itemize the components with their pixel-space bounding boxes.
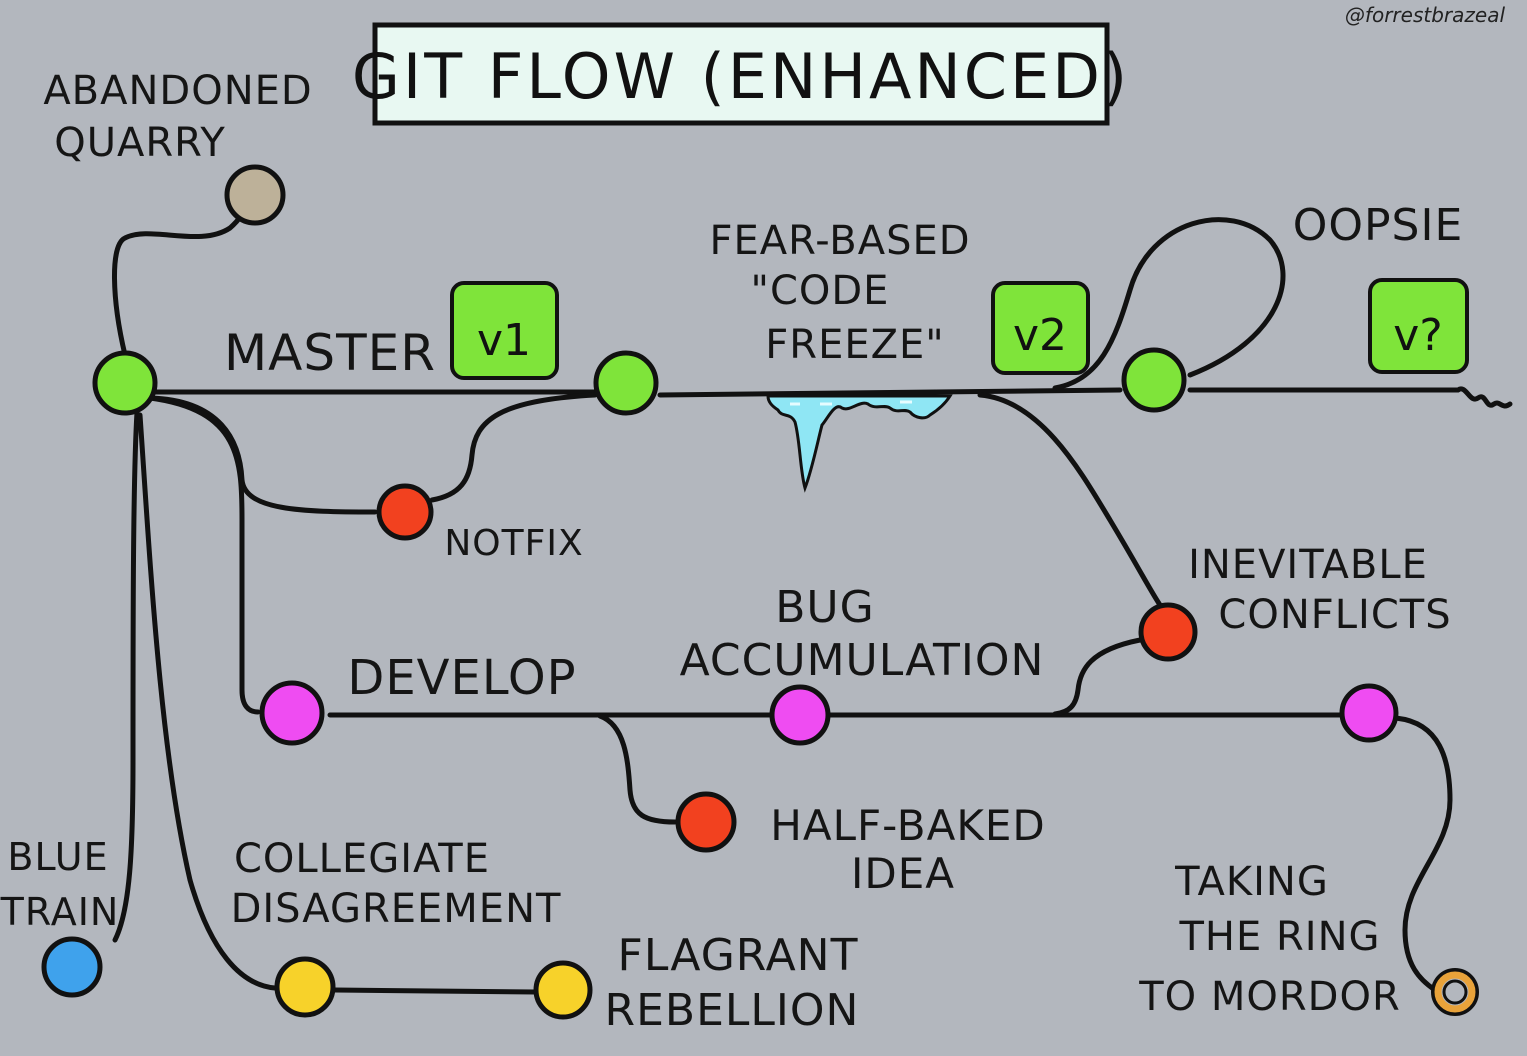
develop-end-node xyxy=(1339,683,1399,743)
halfbaked-branch-line xyxy=(597,713,678,825)
icicles-left xyxy=(766,394,953,493)
mordor-label-line3: TO MORDOR xyxy=(1138,974,1401,1020)
halfbaked-label-line2: IDEA xyxy=(851,849,955,898)
abandoned-quarry-node xyxy=(224,164,286,226)
develop-root-node xyxy=(259,680,325,746)
notfix-branch-line xyxy=(147,392,598,515)
oopsie-loop-line xyxy=(1052,217,1286,391)
conflicts-label-line2: CONFLICTS xyxy=(1218,592,1451,638)
flagrant-label-line2: REBELLION xyxy=(605,985,860,1036)
notfix-node xyxy=(376,483,434,541)
version-tag-v2: v2 xyxy=(991,281,1090,375)
title: GIT FLOW (ENHANCED) xyxy=(352,40,1130,113)
flagrant-node xyxy=(533,960,593,1020)
abandoned-label-line1: ABANDONED xyxy=(43,68,312,114)
oopsie-label: OOPSIE xyxy=(1293,200,1464,251)
tag-v2-label: v2 xyxy=(1013,310,1067,361)
code-freeze-icicles xyxy=(766,394,953,493)
ring-icon xyxy=(1431,968,1479,1016)
master-line xyxy=(152,387,1461,398)
bug-label-line2: ACCUMULATION xyxy=(680,635,1045,686)
master-v2-node xyxy=(1121,347,1187,413)
mordor-label-line2: THE RING xyxy=(1178,914,1380,960)
flagrant-label-line1: FLAGRANT xyxy=(618,930,859,981)
master-v1-node xyxy=(593,350,659,416)
notfix-label: NOTFIX xyxy=(444,523,583,564)
freeze-label-line1: FEAR-BASED xyxy=(709,218,970,264)
halfbaked-label-line1: HALF-BAKED xyxy=(770,801,1046,850)
freeze-label-line2: "CODE xyxy=(751,268,890,314)
bug-accumulation-node xyxy=(769,684,831,746)
tag-vq-label: v? xyxy=(1393,310,1442,361)
collegiate-branch-line xyxy=(137,412,538,995)
master-squiggle xyxy=(1455,386,1513,409)
halfbaked-node xyxy=(675,791,737,853)
version-tag-vq: v? xyxy=(1368,278,1469,374)
bluetrain-branch-line xyxy=(112,409,140,943)
collegiate-label-line2: DISAGREEMENT xyxy=(231,886,562,932)
conflicts-node xyxy=(1138,602,1198,662)
abandoned-label-line2: QUARRY xyxy=(54,120,226,166)
collegiate-node xyxy=(274,956,336,1018)
tag-v1-label: v1 xyxy=(477,315,531,366)
title-banner: GIT FLOW (ENHANCED) xyxy=(352,22,1130,126)
blue-label-line1: BLUE xyxy=(7,835,108,879)
master-label: MASTER xyxy=(224,324,436,382)
master-root-node xyxy=(92,350,158,416)
commit-nodes xyxy=(41,164,1479,1020)
develop-branch-line xyxy=(147,395,261,715)
freeze-label-line3: FREEZE" xyxy=(765,322,944,368)
mordor-label-line1: TAKING xyxy=(1174,859,1329,905)
version-tag-v1: v1 xyxy=(450,281,559,380)
credit-handle: @forrestbrazeal xyxy=(1345,3,1506,27)
conflicts-label-line1: INEVITABLE xyxy=(1188,542,1428,588)
collegiate-label-line1: COLLEGIATE xyxy=(234,836,490,882)
bug-label-line1: BUG xyxy=(775,582,875,633)
develop-label: DEVELOP xyxy=(347,650,576,706)
conflicts-branch-line xyxy=(977,392,1163,717)
blue-label-line2: TRAIN xyxy=(0,890,119,934)
blue-train-node xyxy=(41,936,103,998)
mordor-branch-line xyxy=(1392,715,1453,993)
